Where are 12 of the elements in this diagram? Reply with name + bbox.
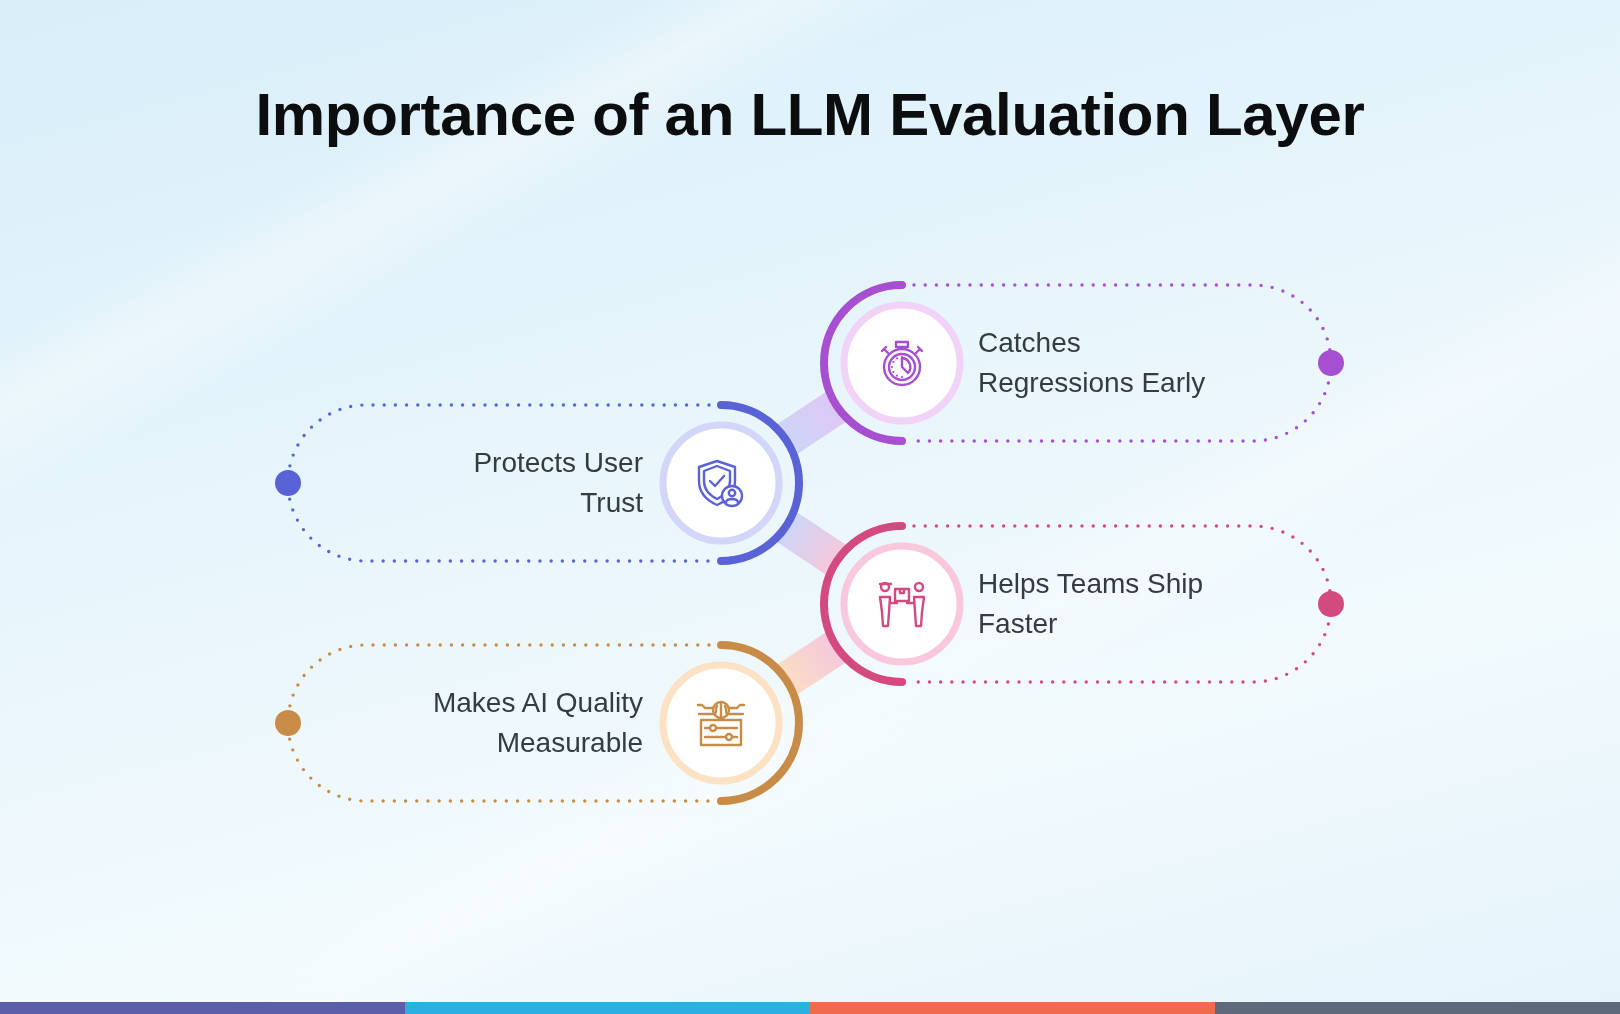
dotted-pill: [820, 522, 1345, 686]
item-label: Catches Regressions Early: [978, 326, 1207, 400]
dotted-pill: [274, 401, 803, 565]
item-label: Helps Teams Ship Faster: [978, 567, 1205, 641]
item-label: Protects User Trust: [472, 446, 643, 520]
connector-band: [777, 512, 846, 575]
dotted-pill: [820, 281, 1345, 445]
title: Importance of an LLM Evaluation Layer: [255, 80, 1365, 150]
connector-band: [777, 392, 846, 454]
item-label: Makes AI Quality Measurable: [431, 686, 643, 760]
dotted-pill: [274, 641, 803, 805]
connector-band: [777, 632, 846, 695]
